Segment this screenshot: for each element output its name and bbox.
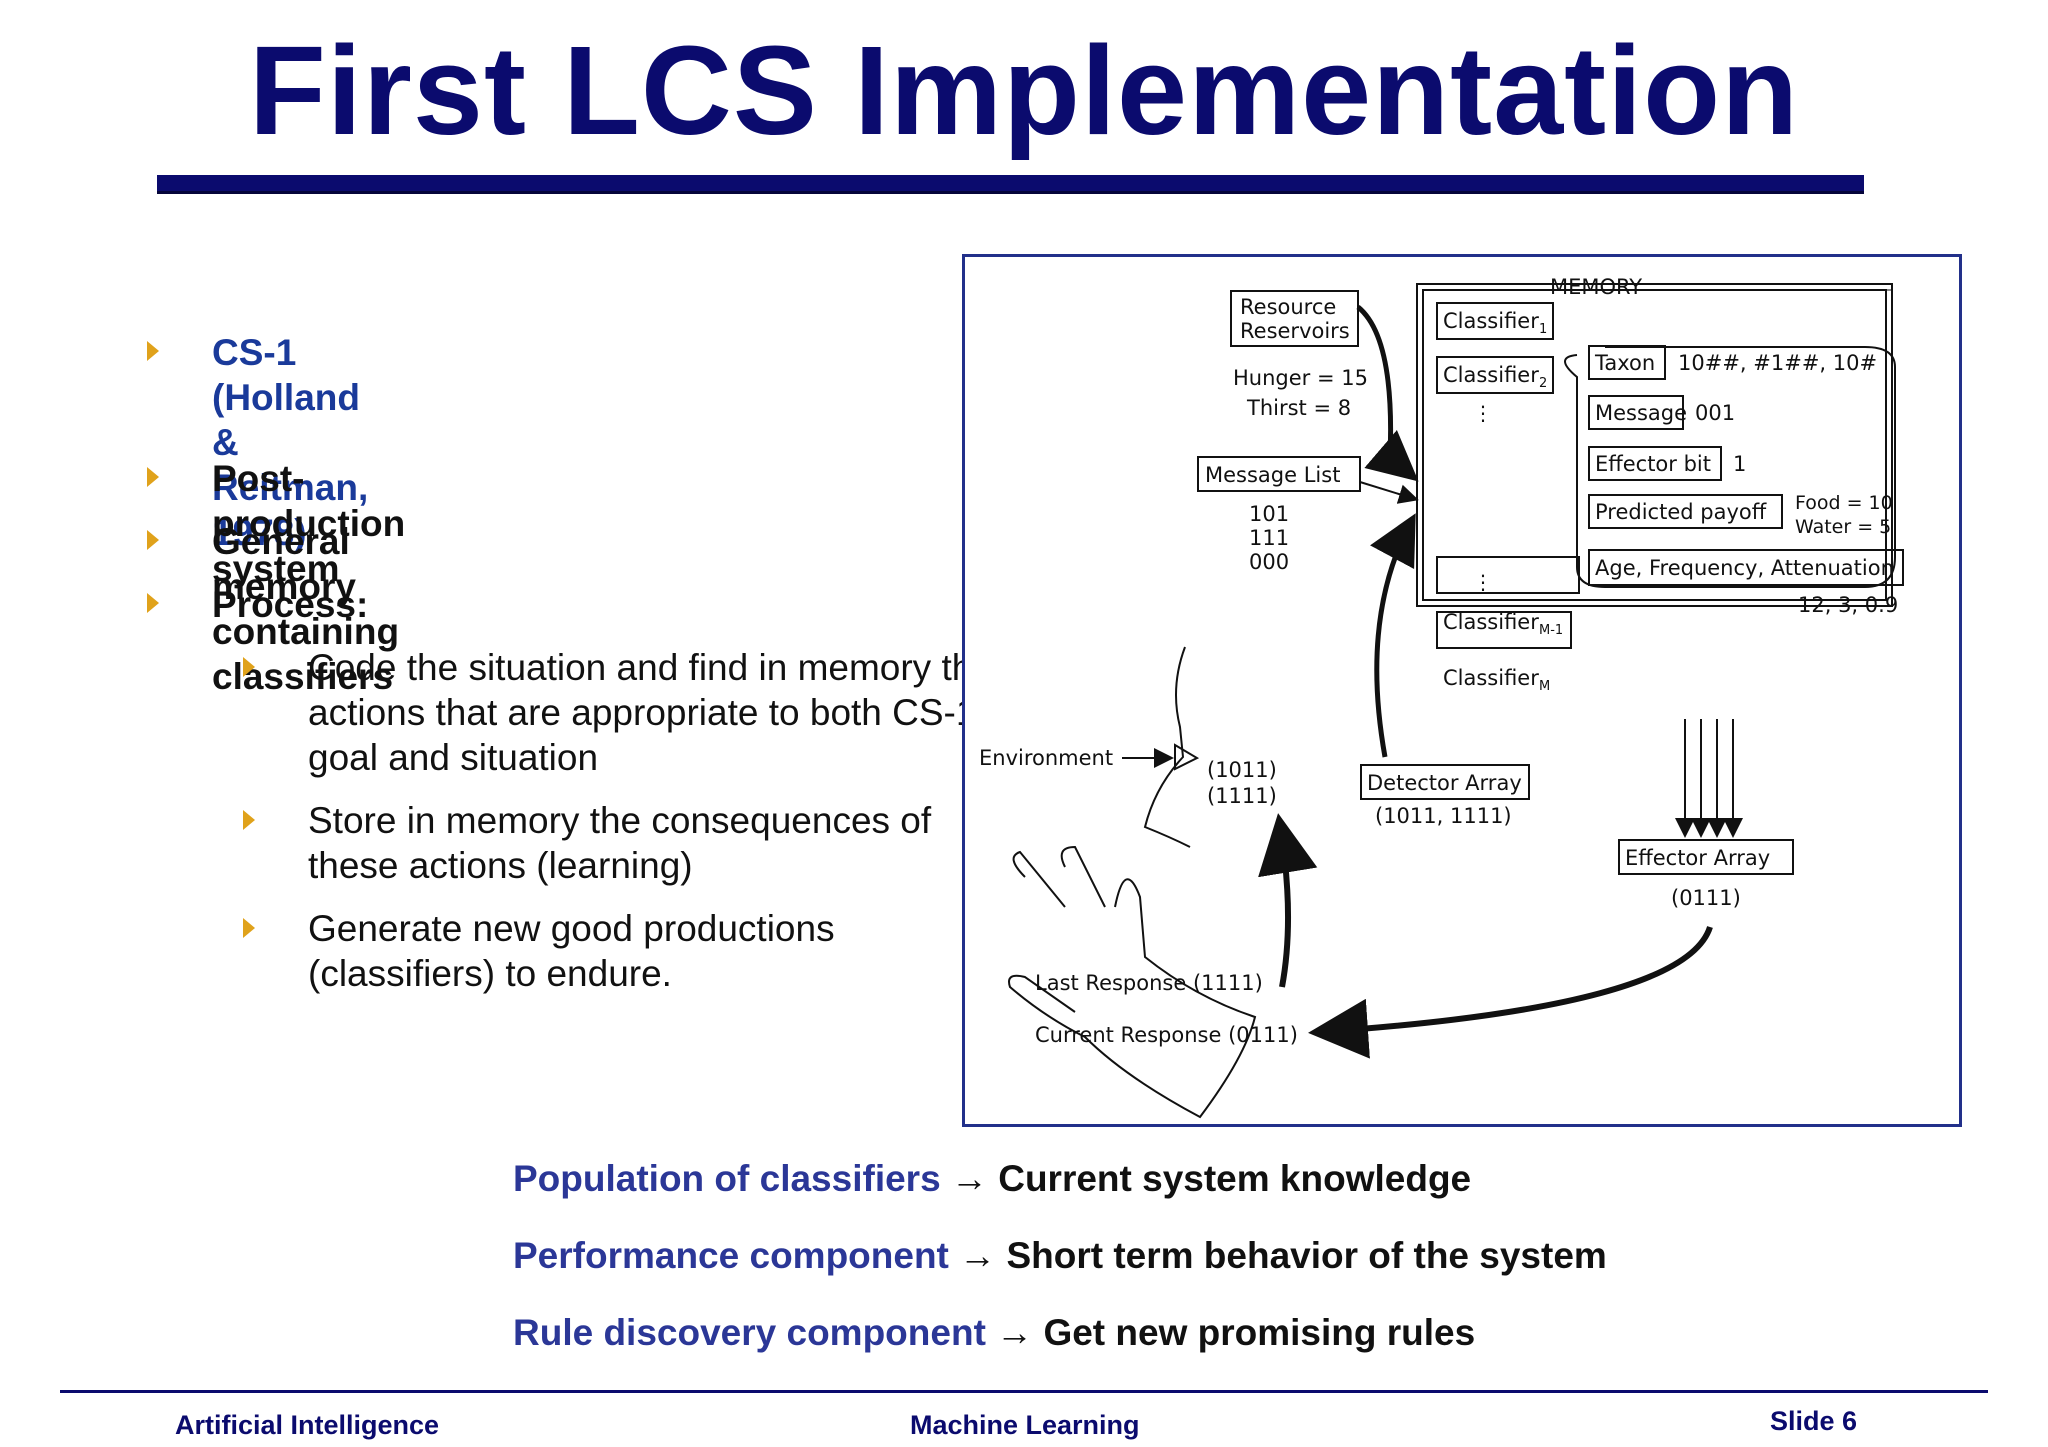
sub-bullet-store-memory: Store in memory the consequences of thes… bbox=[308, 800, 932, 886]
summary-value: Short term behavior of the system bbox=[1006, 1235, 1607, 1276]
classifier-detail-bubble bbox=[1564, 346, 1896, 588]
taxon-value: 10##, #1##, 10# bbox=[1678, 351, 1877, 375]
summary-key: Performance component bbox=[513, 1235, 949, 1276]
memory-label: MEMORY bbox=[1550, 275, 1642, 299]
classifier-m-label: Classifier bbox=[1443, 666, 1539, 690]
svg-text:⋮: ⋮ bbox=[1473, 401, 1493, 425]
summary-line-1: Population of classifiers → Current syst… bbox=[513, 1158, 1471, 1200]
effector-bit-label: Effector bit bbox=[1595, 452, 1711, 476]
message-1: 101 bbox=[1249, 502, 1289, 526]
summary-line-2: Performance component → Short term behav… bbox=[513, 1235, 1607, 1277]
detector-array-label: Detector Array bbox=[1367, 771, 1522, 795]
summary-key: Rule discovery component bbox=[513, 1312, 986, 1353]
bullet-cs1: CS-1 (Holland & Reitman, 1978) bbox=[212, 332, 369, 553]
last-response-label: Last Response (1111) bbox=[1035, 971, 1263, 995]
summary-value: Get new promising rules bbox=[1043, 1312, 1476, 1353]
message-list-label: Message List bbox=[1205, 463, 1340, 487]
bullet-marker-icon bbox=[147, 593, 159, 613]
bullet-marker-icon bbox=[147, 530, 159, 550]
message-value: 001 bbox=[1695, 401, 1735, 425]
bullet-post-production: Post-production system bbox=[212, 458, 406, 589]
hand-icon bbox=[1008, 845, 1257, 1119]
footer-divider bbox=[60, 1390, 1988, 1393]
classifier-2-box bbox=[1436, 356, 1554, 394]
environment-code-1: (1011) bbox=[1207, 758, 1277, 782]
classifier-1-sub: 1 bbox=[1539, 322, 1547, 337]
effector-array-box bbox=[1618, 839, 1794, 875]
resource-label-2: Reservoirs bbox=[1240, 319, 1350, 343]
slide-title: First LCS Implementation bbox=[248, 20, 1800, 161]
effector-bit-value: 1 bbox=[1733, 452, 1746, 476]
classifier-2-sub: 2 bbox=[1539, 376, 1547, 391]
current-response-label: Current Response (0111) bbox=[1035, 1023, 1298, 1047]
detector-array-value: (1011, 1111) bbox=[1375, 804, 1512, 828]
age-value: 12, 3, 0.9 bbox=[1798, 593, 1898, 617]
message-3: 000 bbox=[1249, 550, 1289, 574]
arrow-icon: → bbox=[996, 1312, 1034, 1353]
hunger-value: Hunger = 15 bbox=[1233, 366, 1368, 390]
summary-line-3: Rule discovery component → Get new promi… bbox=[513, 1312, 1475, 1354]
classifier-2-label: Classifier bbox=[1443, 363, 1539, 387]
resource-label-1: Resource bbox=[1240, 295, 1336, 319]
age-label: Age, Frequency, Attenuation bbox=[1595, 556, 1894, 580]
eye-icon bbox=[1174, 743, 1200, 771]
sub-bullet-generate: Generate new good productions (classifie… bbox=[308, 908, 835, 994]
environment-code-2: (1111) bbox=[1207, 784, 1277, 808]
resource-reservoirs-box bbox=[1230, 290, 1359, 347]
classifier-m1-sub: M-1 bbox=[1539, 623, 1563, 638]
classifier-m-sub: M bbox=[1539, 679, 1550, 694]
effector-array-value: (0111) bbox=[1671, 886, 1741, 910]
food-value: Food = 10 bbox=[1795, 492, 1893, 514]
sub-bullet-code-situation: Code the situation and find in memory th… bbox=[308, 647, 993, 778]
classifier-m-box bbox=[1436, 611, 1572, 649]
title-underline-bar bbox=[157, 175, 1864, 194]
message-label: Message bbox=[1595, 401, 1687, 425]
environment-label: Environment bbox=[979, 746, 1113, 770]
footer-topic: Machine Learning bbox=[910, 1410, 1140, 1440]
predicted-payoff-label: Predicted payoff bbox=[1595, 500, 1767, 524]
arrow-icon: → bbox=[950, 1158, 988, 1199]
cs1-architecture-figure: MEMORY Resource Reservoirs Hunger = 15 T… bbox=[962, 254, 1962, 1127]
message-list-box bbox=[1197, 456, 1361, 492]
taxon-label: Taxon bbox=[1594, 351, 1655, 375]
classifier-1-label: Classifier bbox=[1443, 309, 1539, 333]
detector-array-box bbox=[1360, 764, 1530, 800]
summary-value: Current system knowledge bbox=[998, 1158, 1472, 1199]
water-value: Water = 5 bbox=[1795, 516, 1891, 538]
footer-course: Artificial Intelligence bbox=[175, 1410, 440, 1440]
bullet-marker-icon bbox=[147, 467, 159, 487]
svg-text:⋮: ⋮ bbox=[1473, 570, 1493, 594]
sub-bullet-marker-icon bbox=[243, 657, 255, 677]
message-2: 111 bbox=[1249, 526, 1289, 550]
sub-bullet-marker-icon bbox=[243, 810, 255, 830]
classifier-m1-label: Classifier bbox=[1443, 610, 1539, 634]
bullet-general-memory: General memory containing classifiers bbox=[212, 521, 400, 697]
bullet-marker-icon bbox=[147, 341, 159, 361]
classifier-m1-box bbox=[1436, 556, 1580, 594]
arrow-icon: → bbox=[959, 1235, 997, 1276]
bullet-process: Process: bbox=[212, 584, 369, 625]
footer-slide-number: Slide 6 bbox=[1770, 1406, 1858, 1436]
sub-bullet-marker-icon bbox=[243, 918, 255, 938]
thirst-value: Thirst = 8 bbox=[1246, 396, 1351, 420]
effector-array-label: Effector Array bbox=[1625, 846, 1770, 870]
figure-diagram: MEMORY Resource Reservoirs Hunger = 15 T… bbox=[979, 275, 1904, 1119]
classifier-1-box bbox=[1436, 302, 1554, 340]
summary-key: Population of classifiers bbox=[513, 1158, 941, 1199]
